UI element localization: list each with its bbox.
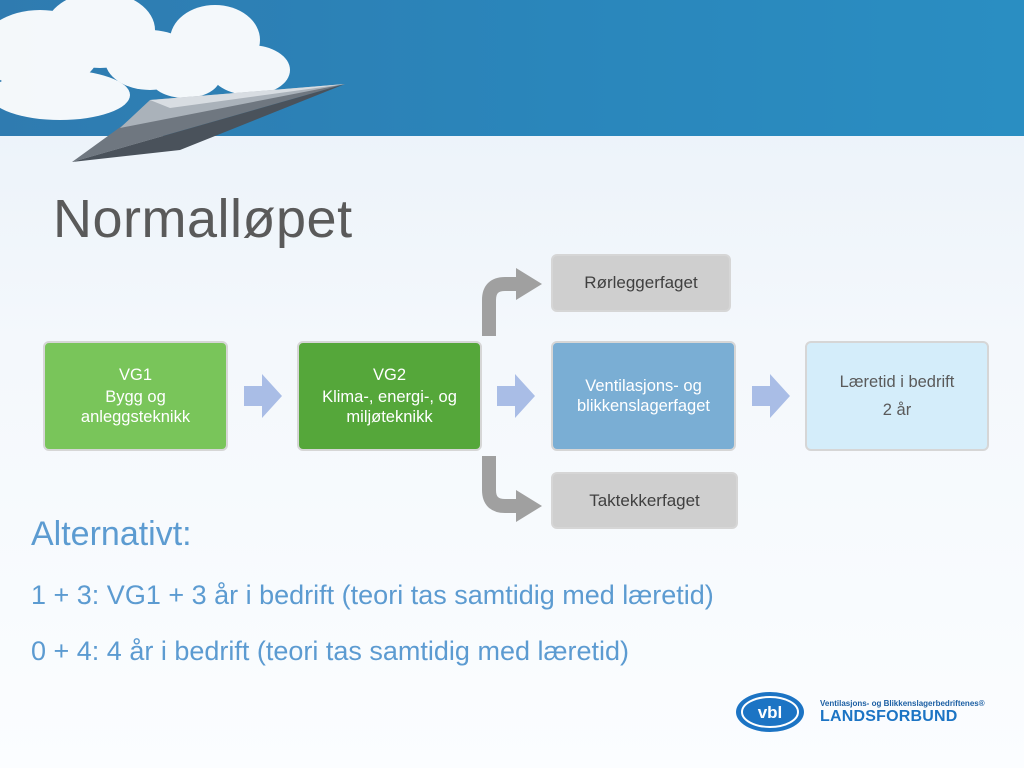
logo-name: LANDSFORBUND [820,708,958,725]
laeretid-duration: 2 år [882,401,912,419]
vg1-label: VG1 [118,366,153,384]
ventilasjon-label: Ventilasjons- og blikkenslagerfaget [577,377,710,415]
cloud-shape [0,0,290,120]
taktekker-box: Taktekkerfaget [551,472,738,529]
vg2-program: Klima-, energi-, og miljøteknikk [322,388,457,426]
arrow-up-branch-icon [516,268,542,300]
alternative-item: 1 + 3: VG1 + 3 år i bedrift (teori tas s… [31,580,714,610]
ventilasjon-box: Ventilasjons- og blikkenslagerfaget [551,341,736,451]
laeretid-box: Læretid i bedrift 2 år [805,341,989,451]
arrow-down-branch-icon [516,490,542,522]
logo-tagline: Ventilasjons- og Blikkenslagerbedriftene… [820,699,985,708]
vg1-program: Bygg og anleggsteknikk [80,388,191,426]
vg2-box: VG2 Klima-, energi-, og miljøteknikk [297,341,482,451]
arrow-right-icon [244,374,282,418]
paper-plane-icon [72,84,345,162]
alternative-item: 0 + 4: 4 år i bedrift (teori tas samtidi… [31,636,629,666]
alternatives-heading: Alternativt: [31,515,192,553]
rorlegger-box: Rørleggerfaget [551,254,731,312]
vbl-logo-icon: vbl [736,692,804,732]
rorlegger-label: Rørleggerfaget [584,273,698,292]
slide-title: Normalløpet [53,189,353,249]
branch-up-connector [482,277,518,336]
arrow-right-icon [752,374,790,418]
arrow-right-icon [497,374,535,418]
sky-illustration [0,0,290,120]
vg1-box: VG1 Bygg og anleggsteknikk [43,341,228,451]
logo-mark-text: vbl [758,703,783,722]
vg2-label: VG2 [372,366,407,384]
laeretid-label: Læretid i bedrift [839,373,955,391]
taktekker-label: Taktekkerfaget [589,490,700,510]
branch-down-connector [482,456,518,513]
